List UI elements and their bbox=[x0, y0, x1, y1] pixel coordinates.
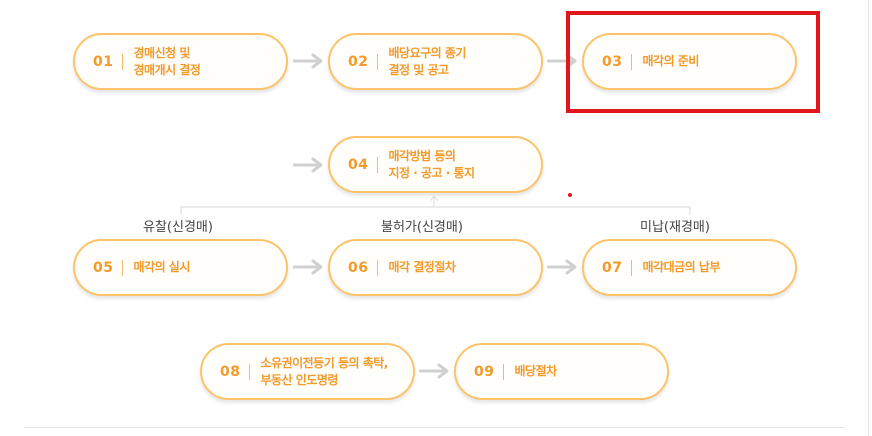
arrow-right-icon bbox=[547, 259, 579, 275]
highlight-box bbox=[566, 11, 820, 113]
step-09: 09 배당절차 bbox=[454, 343, 669, 400]
divider bbox=[122, 259, 124, 276]
step-number: 01 bbox=[93, 53, 114, 70]
step-06: 06 매각 결정절차 bbox=[328, 239, 543, 296]
step-number: 09 bbox=[474, 363, 495, 380]
divider bbox=[631, 259, 633, 276]
step-number: 02 bbox=[348, 53, 369, 70]
step-label: 소유권이전등기 등의 촉탁, 부동산 인도명령 bbox=[260, 355, 388, 387]
step-label: 경매신청 및 경매개시 결정 bbox=[133, 45, 201, 77]
step-04: 04 매각방법 등의 지정 · 공고 · 통지 bbox=[328, 136, 543, 193]
arrow-right-icon bbox=[419, 363, 451, 379]
branch-label-yuchal: 유찰(신경매) bbox=[143, 220, 213, 235]
divider bbox=[503, 363, 505, 380]
step-08: 08 소유권이전등기 등의 촉탁, 부동산 인도명령 bbox=[200, 343, 415, 400]
step-number: 08 bbox=[220, 363, 241, 380]
arrow-right-icon bbox=[293, 53, 325, 69]
divider bbox=[122, 53, 124, 70]
step-label: 매각 결정절차 bbox=[388, 260, 456, 274]
divider bbox=[249, 363, 251, 380]
arrow-right-icon bbox=[293, 157, 325, 173]
branch-label-minap: 미납(재경매) bbox=[640, 220, 710, 235]
marker-dot bbox=[568, 193, 572, 197]
bottom-divider bbox=[24, 427, 844, 428]
step-01: 01 경매신청 및 경매개시 결정 bbox=[73, 33, 288, 90]
step-number: 04 bbox=[348, 156, 369, 173]
step-05: 05 매각의 실시 bbox=[73, 239, 288, 296]
step-02: 02 배당요구의 종기 결정 및 공고 bbox=[328, 33, 543, 90]
branch-label-bulheoga: 불허가(신경매) bbox=[381, 220, 463, 235]
step-07: 07 매각대금의 납부 bbox=[582, 239, 797, 296]
step-number: 05 bbox=[93, 259, 114, 276]
arrow-right-icon bbox=[293, 259, 325, 275]
step-number: 06 bbox=[348, 259, 369, 276]
step-label: 매각의 실시 bbox=[133, 260, 190, 274]
step-number: 07 bbox=[602, 259, 623, 276]
step-label: 배당절차 bbox=[514, 364, 557, 378]
divider bbox=[631, 53, 633, 70]
step-03: 03 매각의 준비 bbox=[582, 33, 797, 90]
step-label: 배당요구의 종기 결정 및 공고 bbox=[388, 45, 466, 77]
step-label: 매각대금의 납부 bbox=[642, 260, 720, 274]
step-label: 매각의 준비 bbox=[642, 54, 699, 68]
divider bbox=[377, 156, 379, 173]
step-number: 03 bbox=[602, 53, 623, 70]
divider bbox=[377, 53, 379, 70]
divider bbox=[377, 259, 379, 276]
step-label: 매각방법 등의 지정 · 공고 · 통지 bbox=[388, 148, 475, 180]
content-border bbox=[868, 0, 869, 436]
